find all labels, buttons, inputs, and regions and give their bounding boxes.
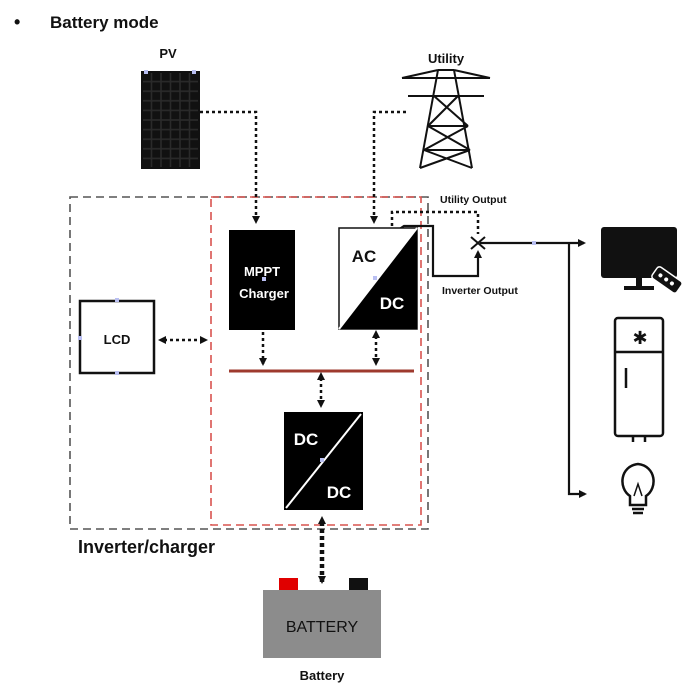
dcdc-top-label: DC <box>294 430 319 449</box>
output-to-loads-arrow <box>567 243 587 498</box>
acdc-bottom-label: DC <box>380 294 405 313</box>
utility-label: Utility <box>428 51 465 66</box>
battery-caption: Battery <box>300 668 346 683</box>
inner-boundary <box>210 196 422 526</box>
tv-icon <box>601 227 683 294</box>
lcd-display: LCD <box>78 298 156 375</box>
utility-output-label: Utility Output <box>440 194 507 206</box>
transfer-switch-icon <box>470 236 486 250</box>
utility-to-acdc-arrow <box>370 110 406 224</box>
dc-dc-converter-block: DC DC <box>284 412 363 510</box>
inverter-output-label: Inverter Output <box>442 285 518 297</box>
inverter-charger-label: Inverter/charger <box>78 537 215 557</box>
dcdc-bottom-label: DC <box>327 483 352 502</box>
page-title: Battery mode <box>50 13 159 32</box>
inverter-charger-boundary <box>69 196 429 530</box>
refrigerator-icon: ✱ <box>613 316 665 442</box>
acdc-top-label: AC <box>352 247 377 266</box>
battery-icon: BATTERY <box>263 578 381 658</box>
battery-text: BATTERY <box>286 619 359 636</box>
utility-output-path <box>390 210 480 234</box>
transmission-tower-icon <box>401 69 491 169</box>
mppt-label-line1: MPPT <box>244 264 280 279</box>
lcd-label: LCD <box>104 332 131 347</box>
pv-label: PV <box>159 46 177 61</box>
ac-dc-converter-block: AC DC <box>338 227 418 330</box>
solar-panel-icon <box>141 70 200 169</box>
pv-to-mppt-arrow <box>200 110 260 224</box>
mppt-charger-block: MPPT Charger <box>229 230 295 330</box>
inverter-output-path <box>394 224 482 278</box>
light-bulb-icon <box>621 462 655 515</box>
heading-bullet: • <box>14 12 20 32</box>
mppt-label-line2: Charger <box>239 286 289 301</box>
svg-text:✱: ✱ <box>632 328 647 349</box>
